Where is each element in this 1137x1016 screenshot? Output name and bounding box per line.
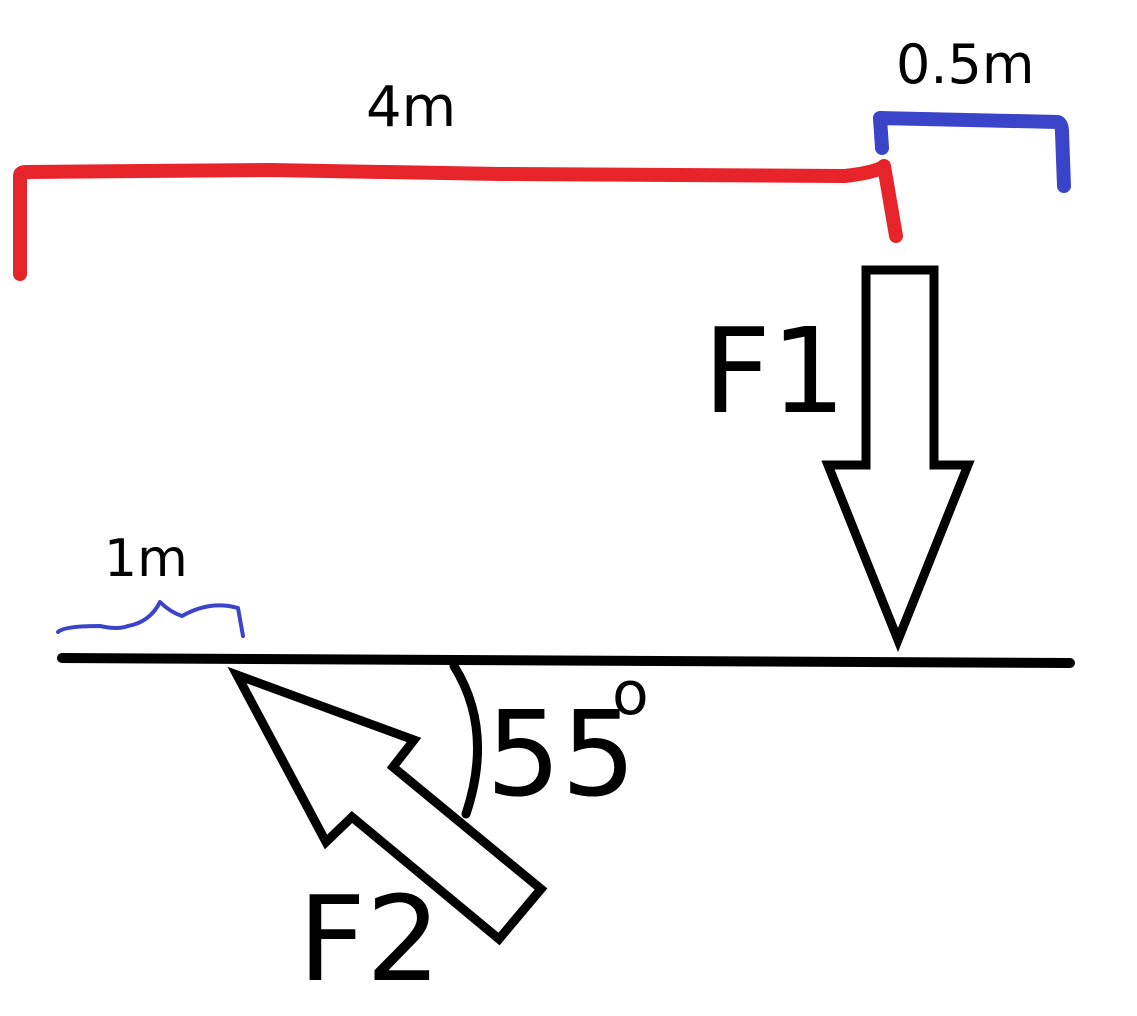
angle-arc (449, 661, 482, 819)
angle-value-label: 55 (486, 685, 637, 823)
f2-label: F2 (298, 870, 441, 1008)
left-dimension-label: 1m (104, 529, 188, 589)
main-dimension-label: 4m (366, 75, 457, 140)
f1-label: F1 (703, 302, 846, 440)
end-dimension-bracket (873, 111, 1071, 193)
degree-symbol: o (612, 659, 649, 729)
end-dimension-label: 0.5m (896, 33, 1035, 96)
f1-arrow (821, 265, 975, 653)
left-dimension-bracket (56, 600, 245, 638)
beam-line (57, 653, 1075, 668)
main-dimension-bracket (13, 159, 903, 281)
f2-arrow (227, 666, 548, 946)
